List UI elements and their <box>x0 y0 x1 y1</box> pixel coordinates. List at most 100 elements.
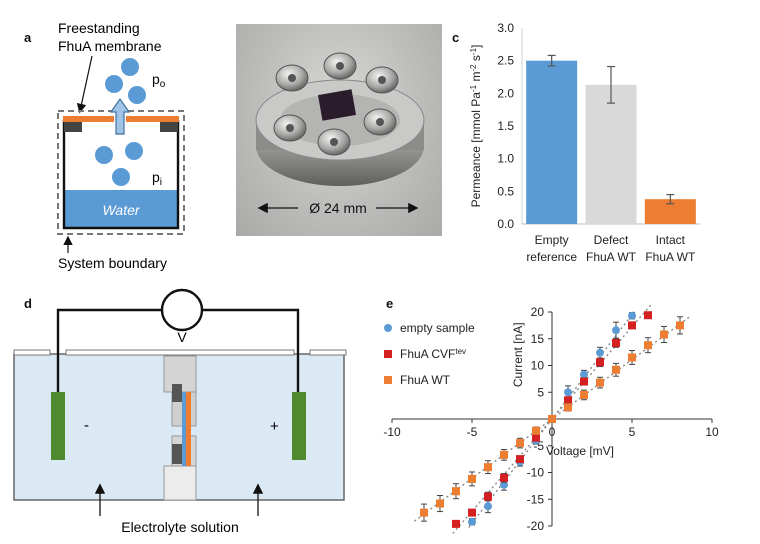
water-fill <box>64 190 178 228</box>
legend-label: FhuA WT <box>400 373 451 387</box>
diameter-label: Ø 24 mm <box>309 200 367 216</box>
clamp-top <box>172 384 182 402</box>
data-point-series-1 <box>596 348 604 357</box>
molecule-circle <box>121 58 139 76</box>
panel-d-schematic: V - + Electrolyte solution <box>13 288 347 535</box>
molecule-circle <box>112 168 130 186</box>
data-point-series-2 <box>532 433 540 442</box>
x-category-label: FhuA WT <box>586 250 637 264</box>
bar-1 <box>526 60 578 224</box>
plus-label: + <box>270 418 279 435</box>
molecule-circle <box>105 75 123 93</box>
data-point-series-3 <box>628 353 636 362</box>
molecule-circle <box>95 146 113 164</box>
data-point-series-1 <box>612 326 620 335</box>
panel-label-c: c <box>452 30 460 45</box>
electrode-positive <box>292 392 306 460</box>
y-tick-label: 5 <box>537 385 544 399</box>
data-point-series-3 <box>580 390 588 399</box>
y-tick-label: -15 <box>527 492 545 506</box>
x-tick-label: -10 <box>383 425 401 439</box>
y-tick-label: -20 <box>527 519 545 533</box>
chip-support <box>182 392 186 466</box>
data-point-series-3 <box>452 487 460 496</box>
data-point-series-1 <box>564 388 572 397</box>
y-tick-label: 1.0 <box>497 152 514 166</box>
data-point-series-2 <box>644 311 652 320</box>
legend-marker <box>384 376 392 384</box>
y-tick-label: 3.0 <box>497 21 514 35</box>
y-tick-label: 10 <box>531 359 545 373</box>
x-category-label: Intact <box>656 233 686 247</box>
permeance-bar-chart: 0.00.51.01.52.02.53.0EmptyreferenceDefec… <box>469 21 700 264</box>
x-tick-label: 0 <box>549 425 556 439</box>
data-point-series-3 <box>596 378 604 387</box>
panel-label-a: a <box>24 30 32 45</box>
y-tick-label: 15 <box>531 332 545 346</box>
wire-circuit <box>56 308 300 394</box>
clamp-bottom <box>172 444 182 464</box>
bath-rim-center <box>65 349 295 356</box>
data-point-series-2 <box>596 358 604 367</box>
system-boundary-label: System boundary <box>58 255 167 271</box>
legend-label: FhuA CVFtev <box>400 347 466 362</box>
water-label: Water <box>102 202 140 218</box>
bar-2 <box>585 84 637 224</box>
x-category-label: Defect <box>594 233 629 247</box>
data-point-series-3 <box>484 463 492 472</box>
data-point-series-2 <box>628 321 636 330</box>
data-point-series-3 <box>420 508 428 517</box>
voltmeter-label: V <box>177 329 187 345</box>
data-point-series-3 <box>660 330 668 339</box>
legend-label: empty sample <box>400 321 475 335</box>
x-tick-label: 5 <box>629 425 636 439</box>
electrode-negative <box>51 392 65 460</box>
data-point-series-2 <box>612 339 620 348</box>
data-point-series-1 <box>468 517 476 526</box>
data-point-series-3 <box>548 415 556 423</box>
membrane-label-line1: Freestanding <box>58 20 140 36</box>
minus-label: - <box>84 417 89 434</box>
panel-a-schematic: Freestanding FhuA membrane po Water pi S… <box>57 20 185 271</box>
molecule-circle <box>125 142 143 160</box>
voltmeter-circle <box>160 288 204 332</box>
y-axis-label: Current [nA] <box>511 322 525 387</box>
electrolyte-label: Electrolyte solution <box>121 519 239 535</box>
x-tick-label: -5 <box>467 425 478 439</box>
x-category-label: reference <box>526 250 577 264</box>
data-point-series-2 <box>452 519 460 528</box>
data-point-series-2 <box>564 396 572 405</box>
bath-rim-right <box>309 349 347 356</box>
x-tick-label: 10 <box>705 425 719 439</box>
y-tick-label: 0.0 <box>497 217 514 231</box>
y-axis-label: Permeance [mmol Pa-1 m-2 s-1] <box>469 45 484 208</box>
y-tick-label: -10 <box>527 466 545 480</box>
x-category-label: FhuA WT <box>645 250 696 264</box>
panel-label-d: d <box>24 296 32 311</box>
holder-illustration: Ø 24 mm <box>255 52 425 216</box>
x-category-label: Empty <box>535 233 569 247</box>
fhua-membrane-cell <box>186 392 191 466</box>
y-tick-label: -5 <box>533 439 544 453</box>
data-point-series-2 <box>500 473 508 482</box>
bath-rim-left <box>13 349 51 356</box>
y-tick-label: 2.0 <box>497 86 514 100</box>
data-point-series-3 <box>532 426 540 435</box>
data-point-series-3 <box>612 365 620 374</box>
container-walls <box>62 120 180 230</box>
data-point-series-3 <box>644 341 652 350</box>
data-point-series-2 <box>468 508 476 517</box>
holder-bottom <box>163 465 197 501</box>
data-point-series-1 <box>628 311 636 320</box>
p-outer-label: po <box>152 71 166 90</box>
legend-marker <box>384 350 392 358</box>
data-point-series-2 <box>580 377 588 386</box>
data-point-series-3 <box>676 321 684 330</box>
molecule-circle <box>128 86 146 104</box>
data-point-series-3 <box>436 499 444 508</box>
data-point-series-3 <box>516 439 524 448</box>
y-tick-label: 2.5 <box>497 54 514 68</box>
legend-marker <box>384 324 392 332</box>
membrane-label-line2: FhuA membrane <box>58 38 162 54</box>
